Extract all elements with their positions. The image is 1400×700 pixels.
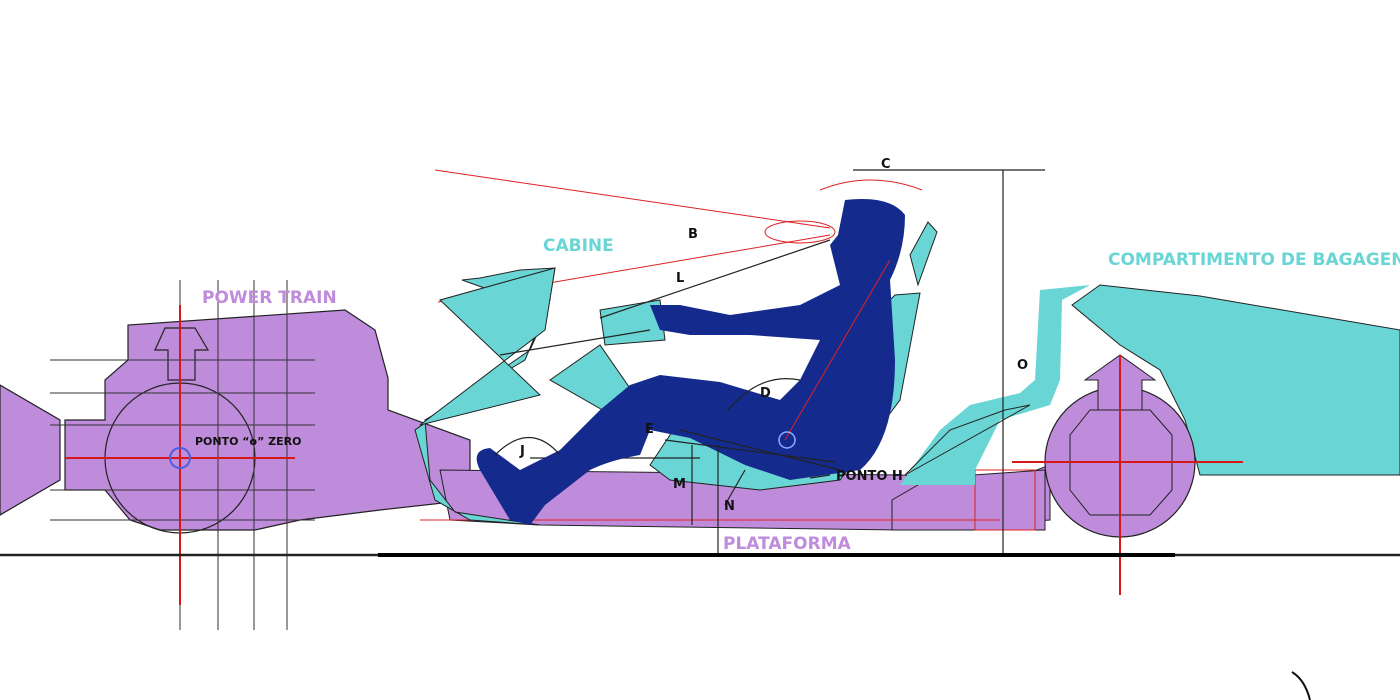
platform bbox=[420, 464, 1051, 531]
pen-stroke bbox=[1291, 671, 1311, 700]
dim-j: J bbox=[519, 444, 525, 459]
label-power-train: POWER TRAIN bbox=[202, 288, 337, 308]
dim-d: D bbox=[760, 386, 771, 401]
dim-o: O bbox=[1017, 358, 1028, 373]
label-cabine: CABINE bbox=[543, 236, 614, 256]
label-h-point: PONTO H bbox=[836, 469, 903, 484]
label-bagagem: COMPARTIMENTO DE BAGAGEN bbox=[1108, 250, 1400, 270]
dim-l: L bbox=[676, 271, 684, 286]
dim-b: B bbox=[688, 227, 698, 242]
power-train bbox=[0, 280, 471, 630]
label-origin-point: PONTO “o” ZERO bbox=[195, 435, 301, 448]
rear-wheel bbox=[1012, 354, 1243, 595]
dim-n: N bbox=[724, 499, 735, 514]
dim-e: E bbox=[645, 422, 654, 437]
dim-c: C bbox=[881, 157, 891, 172]
label-plataforma: PLATAFORMA bbox=[723, 534, 852, 554]
dim-m: M bbox=[673, 477, 686, 492]
dimension-lines bbox=[691, 169, 1045, 555]
driver-manikin bbox=[476, 199, 905, 525]
origin-marker-icon bbox=[169, 447, 191, 469]
